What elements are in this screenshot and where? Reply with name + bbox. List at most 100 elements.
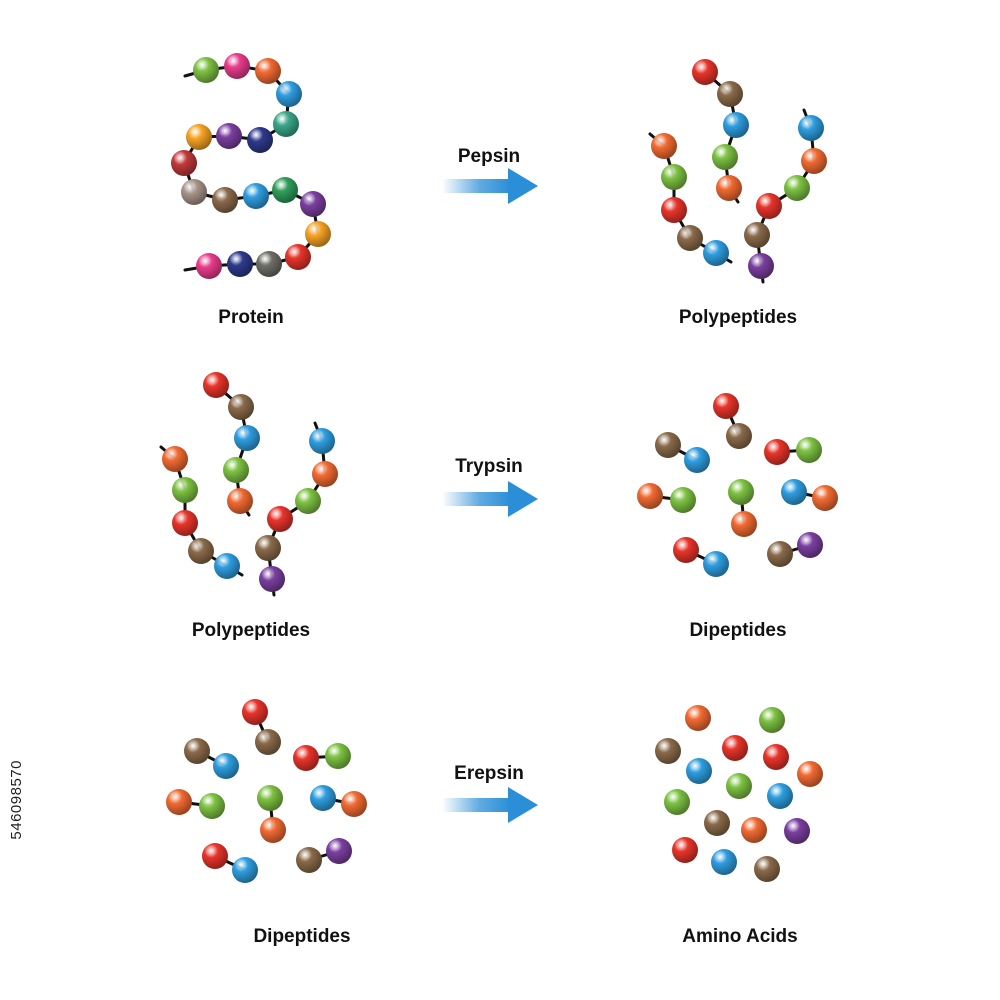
amino-acid-bead bbox=[723, 112, 749, 138]
amino-acid-bead bbox=[305, 221, 331, 247]
amino-acid-bead bbox=[754, 856, 780, 882]
amino-acid-bead bbox=[223, 457, 249, 483]
amino-acid-bead bbox=[293, 745, 319, 771]
amino-acid-bead bbox=[763, 744, 789, 770]
amino-acid-bead bbox=[255, 58, 281, 84]
amino-acid-bead bbox=[172, 477, 198, 503]
amino-acid-bead bbox=[202, 843, 228, 869]
amino-acid-bead bbox=[685, 705, 711, 731]
amino-acid-bead bbox=[243, 183, 269, 209]
amino-acid-bead bbox=[767, 541, 793, 567]
amino-acid-bead bbox=[686, 758, 712, 784]
amino-acid-bead bbox=[276, 81, 302, 107]
dipeptides-label-left: Dipeptides bbox=[253, 926, 351, 947]
amino-acid-bead bbox=[677, 225, 703, 251]
amino-acid-bead bbox=[256, 251, 282, 277]
amino-acid-bead bbox=[713, 393, 739, 419]
amino-acid-bead bbox=[255, 729, 281, 755]
amino-acid-bead bbox=[272, 177, 298, 203]
amino-acid-bead bbox=[325, 743, 351, 769]
amino-acid-bead bbox=[227, 488, 253, 514]
amino-acid-bead bbox=[722, 735, 748, 761]
amino-acid-bead bbox=[300, 191, 326, 217]
amino-acid-bead bbox=[228, 394, 254, 420]
amino-acid-bead bbox=[213, 753, 239, 779]
amino-acid-bead bbox=[655, 432, 681, 458]
stock-id-watermark: 546098570 bbox=[8, 760, 25, 840]
amino-acid-bead bbox=[296, 847, 322, 873]
amino-acid-bead bbox=[285, 244, 311, 270]
amino-acid-bead bbox=[184, 738, 210, 764]
amino-acid-bead bbox=[227, 251, 253, 277]
amino-acid-bead bbox=[744, 222, 770, 248]
amino-acid-bead bbox=[162, 446, 188, 472]
amino-acid-bead bbox=[784, 175, 810, 201]
amino-acid-bead bbox=[759, 707, 785, 733]
pepsin-label: Pepsin bbox=[457, 146, 521, 167]
amino-acid-bead bbox=[637, 483, 663, 509]
amino-acid-bead bbox=[199, 793, 225, 819]
amino-acid-bead bbox=[712, 144, 738, 170]
amino-acid-bead bbox=[748, 253, 774, 279]
amino-acid-bead bbox=[784, 818, 810, 844]
amino-acid-bead bbox=[703, 240, 729, 266]
amino-acid-bead bbox=[716, 175, 742, 201]
amino-acid-bead bbox=[341, 791, 367, 817]
amino-acid-bead bbox=[651, 133, 677, 159]
amino-acid-bead bbox=[312, 461, 338, 487]
amino-acid-bead bbox=[703, 551, 729, 577]
pepsin-arrow bbox=[442, 168, 538, 204]
amino-acid-bead bbox=[670, 487, 696, 513]
amino-acid-bead bbox=[247, 127, 273, 153]
amino-acid-bead bbox=[310, 785, 336, 811]
trypsin-arrow bbox=[442, 481, 538, 517]
erepsin-arrow bbox=[442, 787, 538, 823]
amino-acids-label: Amino Acids bbox=[682, 926, 798, 947]
amino-acid-bead bbox=[188, 538, 214, 564]
protein-label: Protein bbox=[218, 307, 284, 328]
amino-acid-bead bbox=[171, 150, 197, 176]
amino-acid-bead bbox=[661, 164, 687, 190]
amino-acid-bead bbox=[797, 761, 823, 787]
amino-acid-bead bbox=[273, 111, 299, 137]
amino-acid-bead bbox=[260, 817, 286, 843]
amino-acid-bead bbox=[326, 838, 352, 864]
amino-acid-bead bbox=[692, 59, 718, 85]
amino-acid-bead bbox=[664, 789, 690, 815]
amino-acid-bead bbox=[259, 566, 285, 592]
amino-acid-bead bbox=[798, 115, 824, 141]
amino-acid-bead bbox=[672, 837, 698, 863]
dipeptides-label-right: Dipeptides bbox=[689, 620, 787, 641]
amino-acid-bead bbox=[812, 485, 838, 511]
polypeptides-label-left: Polypeptides bbox=[191, 620, 311, 641]
amino-acid-bead bbox=[684, 447, 710, 473]
amino-acid-bead bbox=[224, 53, 250, 79]
amino-acid-bead bbox=[234, 425, 260, 451]
amino-acid-bead bbox=[801, 148, 827, 174]
amino-acid-bead bbox=[172, 510, 198, 536]
amino-acid-bead bbox=[797, 532, 823, 558]
amino-acid-bead bbox=[257, 785, 283, 811]
amino-acid-bead bbox=[196, 253, 222, 279]
trypsin-label: Trypsin bbox=[455, 456, 523, 477]
amino-acid-bead bbox=[756, 193, 782, 219]
amino-acid-bead bbox=[673, 537, 699, 563]
polypeptides-label-right: Polypeptides bbox=[678, 307, 798, 328]
amino-acid-bead bbox=[242, 699, 268, 725]
amino-acid-bead bbox=[267, 506, 293, 532]
amino-acid-bead bbox=[711, 849, 737, 875]
amino-acid-bead bbox=[726, 773, 752, 799]
amino-acid-bead bbox=[764, 439, 790, 465]
amino-acid-bead bbox=[212, 187, 238, 213]
amino-acid-bead bbox=[309, 428, 335, 454]
amino-acid-bead bbox=[203, 372, 229, 398]
amino-acid-bead bbox=[728, 479, 754, 505]
amino-acid-bead bbox=[704, 810, 730, 836]
amino-acid-bead bbox=[731, 511, 757, 537]
amino-acid-bead bbox=[214, 553, 240, 579]
amino-acid-bead bbox=[655, 738, 681, 764]
amino-acid-bead bbox=[796, 437, 822, 463]
amino-acid-bead bbox=[741, 817, 767, 843]
amino-acid-bead bbox=[781, 479, 807, 505]
